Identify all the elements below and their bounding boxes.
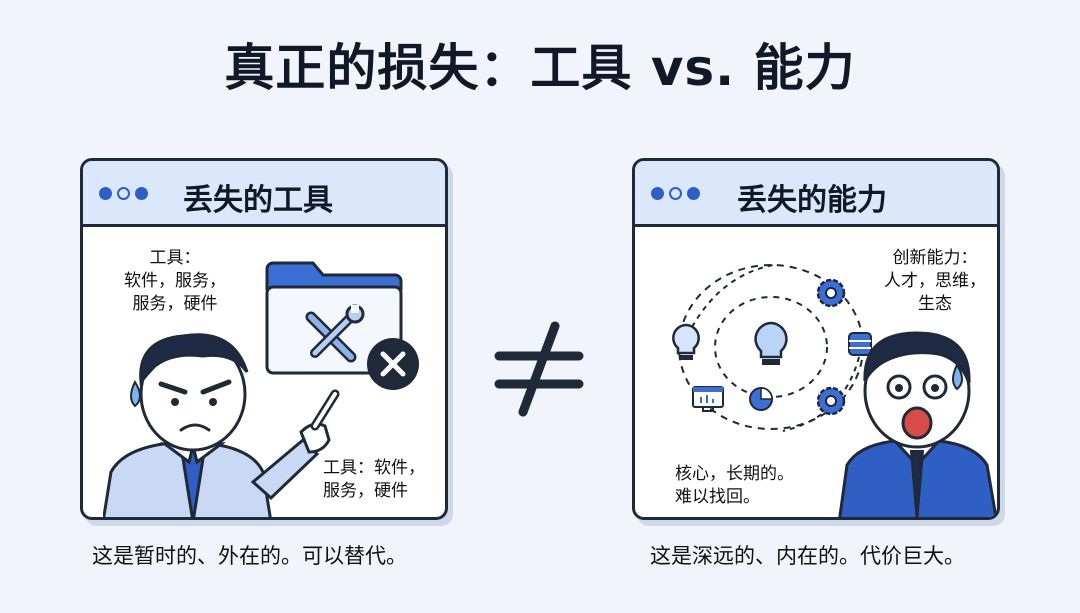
- window-dots: [651, 185, 705, 204]
- window-dot-icon: [669, 187, 682, 200]
- capability-note-top: 创新能力： 人才，思维， 生态: [871, 247, 997, 316]
- note-line: 生态: [918, 294, 952, 314]
- pie-chart-icon: [749, 387, 773, 411]
- tools-caption: 这是暂时的、外在的。可以替代。: [92, 544, 407, 568]
- page-title: 真正的损失：工具 vs. 能力: [224, 39, 856, 97]
- tools-note-bottom: 工具：软件， 服务，硬件: [323, 457, 443, 503]
- tools-icon: [305, 304, 365, 363]
- note-line: 工具：软件，: [323, 458, 425, 478]
- lost-capability-panel: 丢失的能力 创新能力： 人才，思维， 生态 核心，长期的。 难以找回。: [632, 158, 1000, 520]
- lightbulb-icon: [672, 323, 700, 360]
- tools-note-top: 工具： 软件，服务， 服务，硬件: [105, 247, 245, 316]
- close-icon: [367, 338, 419, 390]
- note-line: 人才，思维，: [884, 271, 986, 291]
- capability-note-bottom: 核心，长期的。 难以找回。: [675, 463, 815, 509]
- note-line: 软件，服务，: [124, 271, 226, 291]
- panel-body: 工具： 软件，服务， 服务，硬件 工具：软件， 服务，硬件: [83, 227, 445, 517]
- panel-header: 丢失的工具: [83, 161, 445, 227]
- shocked-man-illustration: [838, 331, 997, 517]
- window-dot-icon: [117, 187, 130, 200]
- monitor-icon: [692, 386, 724, 412]
- note-line: 服务，硬件: [323, 481, 408, 501]
- panel-body: 创新能力： 人才，思维， 生态 核心，长期的。 难以找回。: [635, 227, 997, 517]
- gear-icon: [816, 386, 846, 416]
- panel-title: 丢失的能力: [737, 183, 887, 218]
- note-line: 核心，长期的。: [675, 464, 794, 484]
- gear-icon: [816, 278, 846, 308]
- window-dots: [99, 185, 153, 204]
- not-equal-icon: [494, 321, 584, 417]
- window-dot-icon: [99, 187, 112, 200]
- innovation-network-diagram: [672, 264, 872, 432]
- database-icon: [848, 332, 872, 356]
- lost-tools-panel: 丢失的工具 工具： 软件，服务， 服务，硬件 工具：软件， 服务，硬件: [80, 158, 448, 520]
- window-dot-icon: [651, 187, 664, 200]
- folder-icon: [265, 261, 403, 375]
- lightbulb-icon: [754, 321, 788, 365]
- note-line: 难以找回。: [675, 487, 760, 507]
- panel-header: 丢失的能力: [635, 161, 997, 227]
- note-line: 工具：: [149, 248, 201, 268]
- capability-caption: 这是深远的、内在的。代价巨大。: [650, 544, 965, 568]
- note-line: 服务，硬件: [132, 294, 218, 314]
- note-line: 创新能力：: [892, 248, 978, 268]
- frustrated-man-illustration: [103, 333, 340, 517]
- panel-title: 丢失的工具: [183, 183, 333, 218]
- window-dot-icon: [135, 187, 148, 200]
- window-dot-icon: [687, 187, 700, 200]
